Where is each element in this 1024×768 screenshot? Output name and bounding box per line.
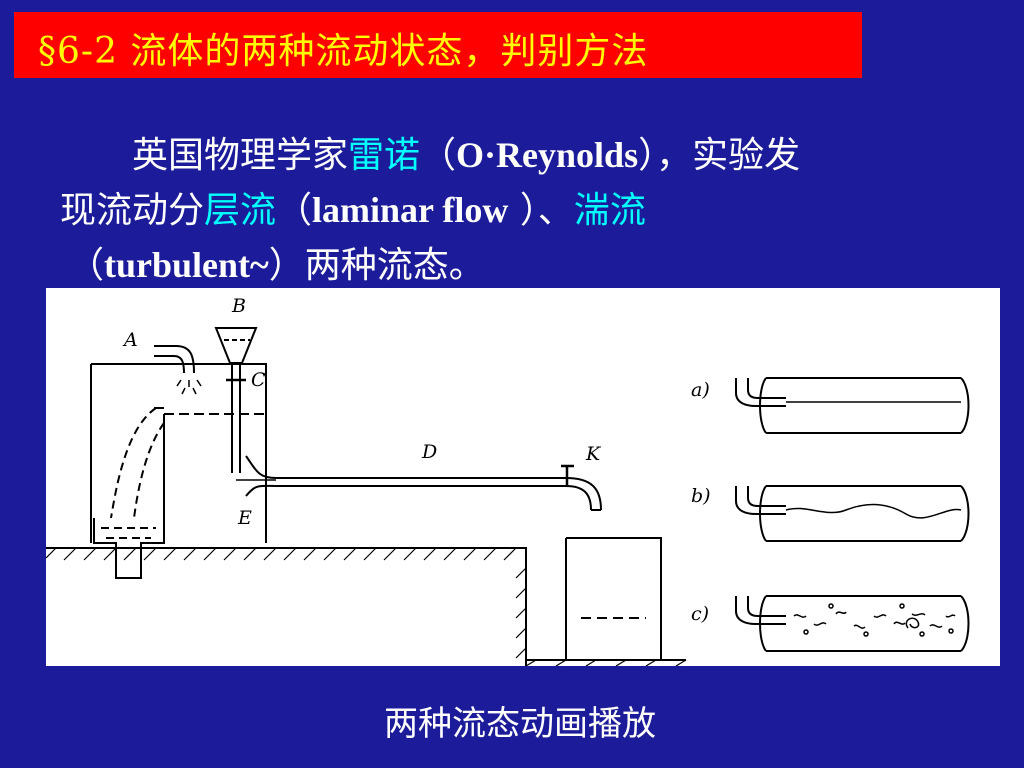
term-reynolds: 雷诺 — [348, 135, 421, 176]
glass-pipe-d-bottom — [245, 484, 592, 511]
slide-title: §6-2 流体的两种流动状态，判别方法 — [38, 31, 649, 72]
reynolds-name: O·Reynolds — [456, 135, 639, 175]
overflow-stream-inner — [133, 422, 165, 519]
text-segment: ）两种流态。 — [268, 245, 485, 286]
glass-pipe-d-top — [245, 455, 602, 511]
label-c: C — [251, 369, 266, 391]
paragraph-line-3: （turbulent~）两种流态。 — [60, 238, 990, 293]
pattern-c — [735, 595, 970, 652]
text-segment: （ — [276, 190, 313, 231]
dye-tube — [231, 363, 241, 473]
text-segment: 英国物理学家 — [132, 135, 349, 176]
animation-caption-link[interactable]: 两种流态动画播放 — [384, 704, 656, 744]
inflow-spray — [176, 379, 202, 395]
ground-outline — [46, 547, 527, 666]
text-segment: ）、 — [508, 190, 574, 231]
term-turbulent: 湍流 — [573, 190, 646, 231]
valve-k — [561, 464, 574, 486]
dye-funnel-b — [214, 327, 258, 364]
label-e: E — [237, 507, 252, 529]
label-pattern-c: c) — [691, 603, 709, 625]
label-b: B — [231, 295, 246, 317]
measuring-tank — [565, 537, 662, 660]
collection-trough — [93, 518, 165, 579]
pattern-b — [735, 485, 970, 542]
text-segment: ），实验发 — [638, 135, 801, 176]
pattern-a — [735, 377, 970, 434]
label-d: D — [421, 441, 437, 463]
reynolds-experiment-diagram: A B C D E K a) b) c) — [46, 288, 1000, 666]
laminar-english: laminar flow — [312, 190, 509, 230]
term-laminar: 层流 — [204, 190, 277, 231]
tank-weir — [154, 407, 165, 543]
label-pattern-a: a) — [691, 379, 710, 401]
intro-paragraph: 英国物理学家雷诺（O·Reynolds），实验发 现流动分层流（laminar … — [60, 128, 990, 293]
ground-hatching — [46, 547, 687, 666]
label-a: A — [122, 329, 138, 351]
text-segment: （ — [420, 135, 457, 176]
label-pattern-b: b) — [691, 485, 711, 507]
apparatus-svg: A B C D E K a) b) c) — [46, 295, 970, 666]
inflow-pipe-a — [154, 345, 195, 374]
paragraph-line-2: 现流动分层流（laminar flow ）、湍流 — [60, 183, 990, 238]
label-k: K — [585, 443, 602, 465]
title-bar: §6-2 流体的两种流动状态，判别方法 — [14, 12, 862, 78]
overflow-stream-outer — [110, 407, 157, 519]
text-segment: 现流动分 — [60, 190, 205, 231]
overflow-tank — [90, 363, 267, 543]
turbulent-english: turbulent~ — [104, 245, 269, 285]
text-segment: （ — [68, 245, 105, 286]
paragraph-line-1: 英国物理学家雷诺（O·Reynolds），实验发 — [60, 128, 990, 183]
